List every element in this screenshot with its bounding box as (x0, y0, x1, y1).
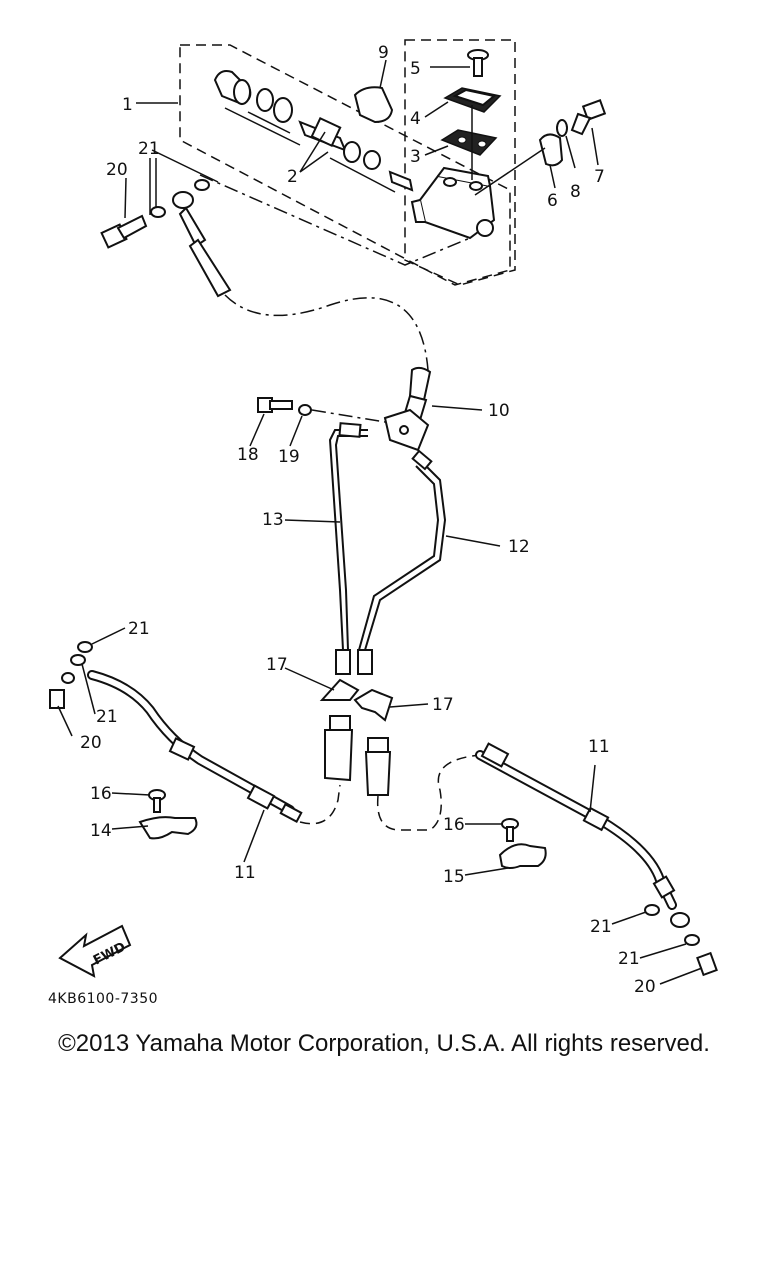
union-bolt-right (696, 951, 718, 977)
callout-20-top: 20 (106, 160, 128, 180)
parts-diagram: FWD 1 2 3 4 5 6 7 (48, 39, 718, 1007)
callout-4: 4 (410, 109, 421, 129)
callout-1: 1 (122, 95, 133, 115)
hose-bracket-left (138, 816, 198, 840)
callout-21-left-b: 21 (96, 707, 118, 727)
hose-connector-left (324, 715, 354, 782)
brake-hose-front-left (87, 670, 303, 823)
callout-20-right: 20 (634, 977, 656, 997)
callout-6: 6 (547, 191, 558, 211)
callout-3: 3 (410, 147, 421, 167)
callout-19: 19 (278, 447, 300, 467)
piston-kit-parts (213, 70, 414, 193)
callout-16-right: 16 (443, 815, 465, 835)
master-cylinder-kit-outline (179, 44, 511, 286)
brake-hose-front-right (475, 742, 677, 910)
reservoir-kit-outline (404, 39, 516, 286)
callout-13: 13 (262, 510, 284, 530)
fwd-arrow-icon: FWD (58, 924, 132, 978)
callout-17-right: 17 (432, 695, 454, 715)
reservoir-diaphragm (440, 129, 498, 156)
callout-15: 15 (443, 867, 465, 887)
joint-bolt (257, 397, 293, 413)
callout-21-right-b: 21 (618, 949, 640, 969)
bracket-bolt-right (501, 818, 519, 842)
callout-10: 10 (488, 401, 510, 421)
reservoir-screw (430, 49, 489, 77)
copper-washer-right-a (644, 904, 660, 916)
joint-washer (298, 404, 312, 416)
holder-washer (556, 119, 568, 137)
leader-lines (57, 59, 703, 985)
callout-9: 9 (378, 43, 389, 63)
hose-connection-line-upper (199, 174, 471, 266)
callout-5: 5 (410, 59, 421, 79)
callout-21-top: 21 (138, 139, 160, 159)
banjo-right (670, 912, 690, 928)
upper-hose-route (224, 294, 429, 371)
brake-pipe-13 (328, 429, 368, 651)
copper-washer-right-b (684, 934, 700, 946)
diagram-code: 4KB6100-7350 (48, 991, 158, 1007)
callout-8: 8 (570, 182, 581, 202)
callout-7: 7 (594, 167, 605, 187)
pipe-clip-right (353, 688, 394, 722)
copper-washer-left-c (61, 672, 75, 684)
bracket-bolt-left (148, 789, 166, 813)
pipe-end-right (357, 649, 373, 675)
reservoir-boot (353, 86, 394, 124)
union-bolt-top (100, 214, 148, 249)
callout-16-left: 16 (90, 784, 112, 804)
callout-21-right-a: 21 (590, 917, 612, 937)
callout-11-right: 11 (588, 737, 610, 757)
copper-washer-top-a (150, 206, 166, 218)
copper-washer-top-b (194, 179, 210, 191)
hose-bracket-right (498, 843, 547, 869)
brake-pipe-12 (364, 459, 447, 651)
brake-joint (383, 366, 432, 452)
brake-hose-upper (172, 191, 232, 298)
pipe-end-left (335, 649, 351, 675)
pipe-clip-left (319, 678, 360, 701)
holder-bolt (570, 99, 607, 136)
copyright-notice: ©2013 Yamaha Motor Corporation, U.S.A. A… (58, 1030, 710, 1057)
callout-2: 2 (287, 167, 298, 187)
master-cylinder-body (410, 166, 496, 240)
hose-connector-right (364, 737, 392, 796)
brake-pipe-12-inner (358, 465, 440, 651)
callout-14: 14 (90, 821, 112, 841)
callout-12: 12 (508, 537, 530, 557)
callout-20-left: 20 (80, 733, 102, 753)
copper-washer-left-b (70, 654, 86, 666)
callout-18: 18 (237, 445, 259, 465)
callout-17-left: 17 (266, 655, 288, 675)
copper-washer-left-a (77, 641, 93, 653)
union-bolt-left (49, 689, 65, 709)
callout-11-left: 11 (234, 863, 256, 883)
callout-21-left-a: 21 (128, 619, 150, 639)
